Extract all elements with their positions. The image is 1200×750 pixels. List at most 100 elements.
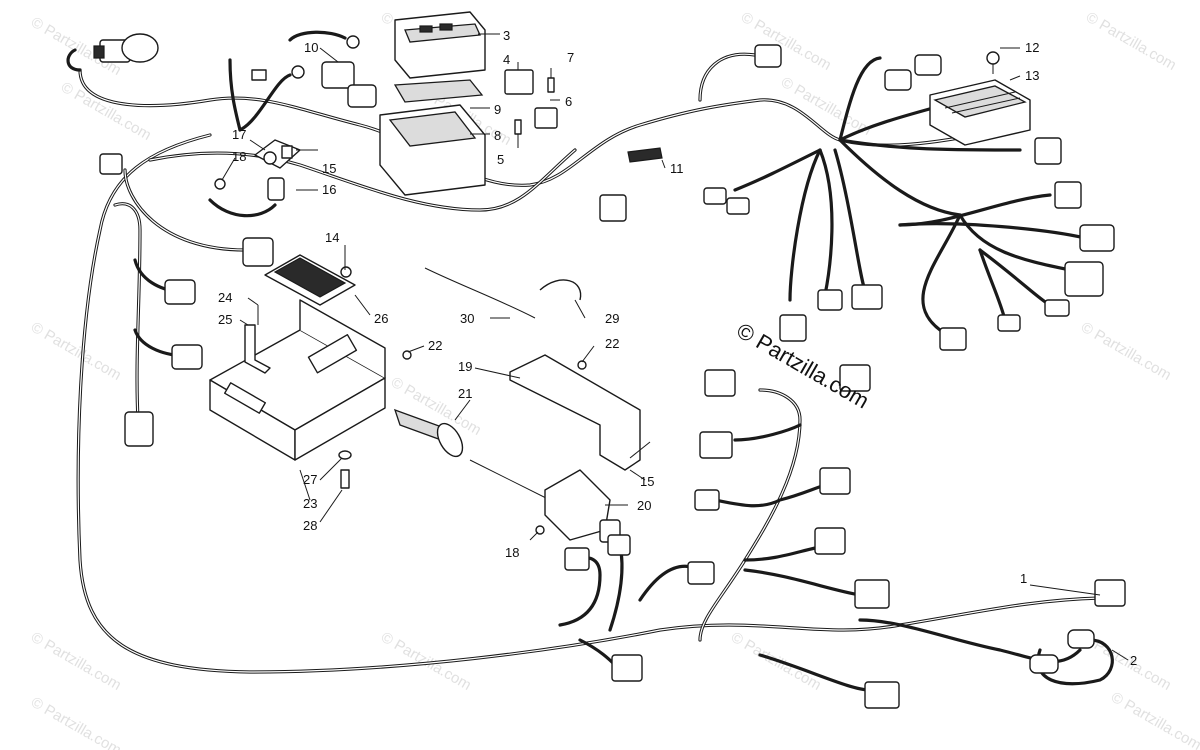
- connector-part: [854, 579, 890, 609]
- callout-14: 14: [325, 230, 339, 245]
- screw-part-22: [402, 350, 412, 360]
- connector-part: [1044, 299, 1070, 317]
- gasket-part-9: [393, 79, 484, 103]
- connector-part: [611, 654, 643, 682]
- connector-part: [694, 489, 720, 511]
- watermark-faint: © Partzilla.com: [28, 629, 124, 694]
- callout-18: 18: [505, 545, 519, 560]
- callout-labels: 1 2 3 4 5 6 7 8 9 10 11 12 13 14 15 15 1…: [218, 28, 1137, 668]
- callout-28: 28: [303, 518, 317, 533]
- callout-21: 21: [458, 386, 472, 401]
- bracket-part-19: [509, 354, 641, 471]
- connector-part: [607, 534, 631, 556]
- callout-23: 23: [303, 496, 317, 511]
- connector-part-10: [321, 61, 355, 89]
- parts: [66, 11, 1126, 709]
- nut-part-18: [214, 178, 226, 190]
- connector-part: [687, 561, 715, 585]
- callout-20: 20: [637, 498, 651, 513]
- callout-29: 29: [605, 311, 619, 326]
- callout-30: 30: [460, 311, 474, 326]
- connector-part: [814, 527, 846, 555]
- watermark-faint: © Partzilla.com: [1078, 319, 1174, 384]
- callout-15: 15: [640, 474, 654, 489]
- clip-part-25: [244, 324, 271, 374]
- connector-part: [939, 327, 967, 351]
- regulator-part-13: [929, 79, 1031, 146]
- screw-part-12: [986, 51, 1000, 74]
- clip-part-29: [539, 279, 582, 301]
- connector-part: [1034, 137, 1062, 165]
- callout-27: 27: [303, 472, 317, 487]
- connector-part: [817, 289, 843, 311]
- watermark-faint: © Partzilla.com: [58, 79, 154, 144]
- connector-part: [242, 237, 274, 267]
- relay-part-6: [534, 107, 558, 129]
- callout-15: 15: [322, 161, 336, 176]
- callout-10: 10: [304, 40, 318, 55]
- callout-2: 2: [1130, 653, 1137, 668]
- connector-part: [839, 364, 871, 392]
- callout-22: 22: [605, 336, 619, 351]
- fuse-box-base-part: [379, 104, 486, 196]
- callout-22: 22: [428, 338, 442, 353]
- callout-9: 9: [494, 102, 501, 117]
- connector-part: [164, 279, 196, 305]
- callout-18: 18: [232, 149, 246, 164]
- cable-tie-part-30: [424, 267, 536, 319]
- leader-lines: [221, 33, 1129, 661]
- callout-24: 24: [218, 290, 232, 305]
- connector-part: [884, 69, 912, 91]
- ring-terminal-part: [251, 35, 360, 81]
- connector-part: [754, 44, 782, 68]
- callout-11: 11: [670, 161, 684, 176]
- fuse-holder-part-2: [1029, 654, 1059, 674]
- callout-7: 7: [567, 50, 574, 65]
- callout-4: 4: [503, 52, 510, 67]
- callout-12: 12: [1025, 40, 1039, 55]
- fuse-box-cover-part: [394, 11, 486, 79]
- connector-part: [699, 431, 733, 459]
- connector-part: [851, 284, 883, 310]
- connector-part: [1079, 224, 1115, 252]
- callout-26: 26: [374, 311, 388, 326]
- connector-part: [704, 369, 736, 397]
- connector-part: [864, 681, 900, 709]
- bolt-part-27-28: [338, 450, 352, 489]
- connector-part: [171, 344, 203, 370]
- callout-13: 13: [1025, 68, 1039, 83]
- callout-19: 19: [458, 359, 472, 374]
- connector-part: [726, 197, 750, 215]
- connector-part: [599, 194, 627, 222]
- module-part-26: [264, 254, 356, 306]
- connector-part: [997, 314, 1021, 332]
- callout-1: 1: [1020, 571, 1027, 586]
- connector-part: [914, 54, 942, 76]
- connector-part: [124, 411, 154, 447]
- watermark-faint: © Partzilla.com: [1108, 689, 1200, 750]
- connector-part: [1067, 629, 1095, 649]
- main-harness: [76, 30, 1114, 692]
- relay-part-4: [504, 69, 534, 95]
- switch-sensor-part: [66, 33, 159, 72]
- callout-8: 8: [494, 128, 501, 143]
- cable-part-21: [393, 408, 551, 501]
- clip-part-11: [627, 147, 663, 163]
- watermark-faint: © Partzilla.com: [1083, 9, 1179, 74]
- connector-part: [1064, 261, 1104, 297]
- watermark-faint: © Partzilla.com: [738, 9, 834, 74]
- callout-6: 6: [565, 94, 572, 109]
- connector-part-16: [267, 177, 285, 201]
- connector-part: [1094, 579, 1126, 607]
- actuator-part-20: [544, 469, 621, 543]
- bracket-part-23: [209, 299, 386, 461]
- watermark-faint: © Partzilla.com: [28, 319, 124, 384]
- fuse-part-5: [514, 119, 522, 135]
- connector-part: [347, 84, 377, 108]
- connector-part: [99, 153, 123, 175]
- screw-part-15: [629, 441, 651, 459]
- connector-part: [1054, 181, 1082, 209]
- fuse-part-7: [547, 77, 555, 93]
- connector-part: [703, 187, 727, 205]
